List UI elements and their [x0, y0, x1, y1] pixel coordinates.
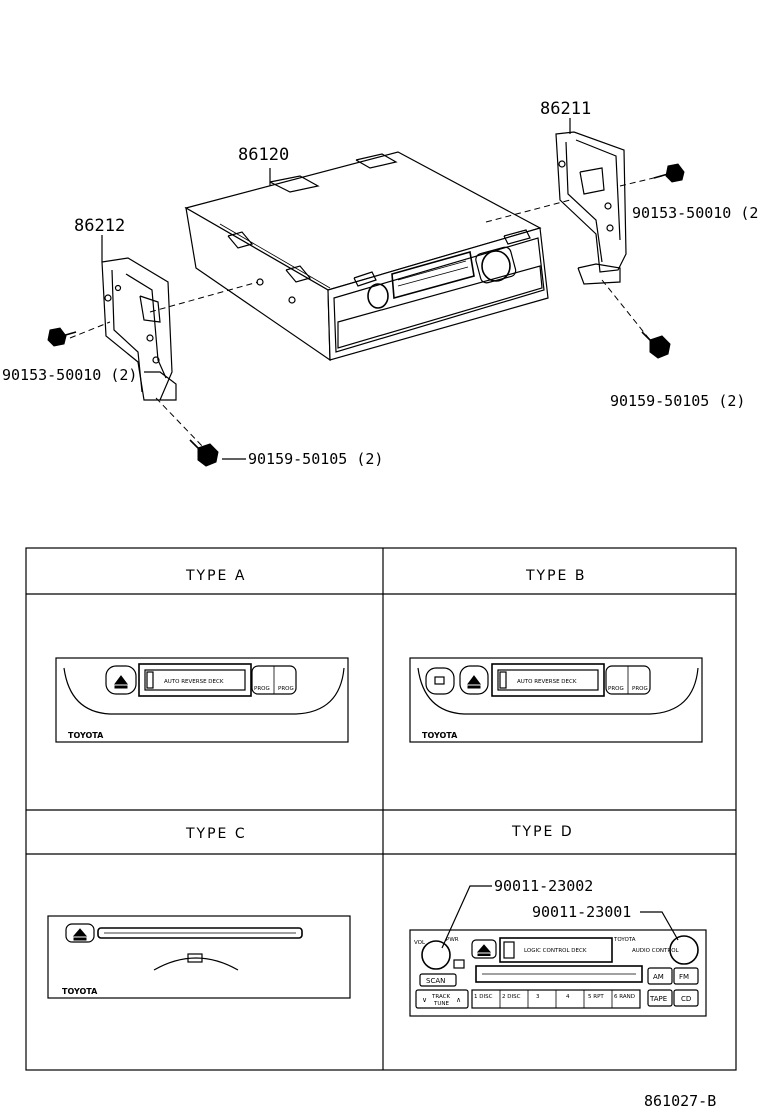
type-d-faceplate: VOL PWR LOGIC CONTROL DECK TOYOTA AUDIO …	[409, 877, 707, 1017]
type-b-deck-label: AUTO REVERSE DECK	[517, 679, 577, 685]
label-screw-right: 90153-50010 (2)	[632, 204, 760, 222]
label-bolt-left: 90159-50105 (2)	[248, 450, 383, 468]
label-86212: 86212	[74, 216, 125, 236]
label-screw-left: 90153-50010 (2)	[2, 366, 137, 384]
label-86120: 86120	[238, 145, 289, 165]
type-d-pwr-label: PWR	[446, 937, 459, 943]
type-d-scan: SCAN	[426, 977, 445, 985]
svg-text:∨: ∨	[422, 996, 427, 1004]
type-c-faceplate: TOYOTA	[47, 915, 351, 999]
svg-text:∧: ∧	[456, 996, 461, 1004]
type-b-btn1: PROG	[608, 686, 624, 692]
type-a-title: TYPE A	[185, 568, 246, 584]
type-a-faceplate: AUTO REVERSE DECK PROG PROG TOYOTA	[55, 657, 349, 743]
label-86211: 86211	[540, 99, 591, 119]
type-c-title: TYPE C	[185, 826, 247, 842]
type-d-preset-2: 2 DISC	[502, 994, 521, 1000]
type-d-preset-5: 5 RPT	[588, 994, 604, 1000]
exploded-view: 86120 86211 86212 90153-50010 (2) 90153-…	[2, 99, 760, 468]
screw-left-90153	[47, 327, 77, 347]
type-b-title: TYPE B	[525, 568, 586, 584]
bracket-86211	[555, 118, 627, 285]
type-d-tune: TUNE	[433, 1001, 449, 1007]
type-d-title: TYPE D	[511, 824, 574, 840]
type-b-btn2: PROG	[632, 686, 648, 692]
bolt-left-90159	[189, 439, 219, 467]
radio-unit-86120	[184, 151, 549, 362]
screw-right-90153	[653, 163, 685, 183]
type-a-brand: TOYOTA	[68, 731, 104, 740]
type-d-preset-4: 4	[566, 994, 570, 1000]
type-d-fm: FM	[679, 973, 689, 981]
type-d-track: TRACK	[431, 994, 450, 1000]
type-d-knob-right-part: 90011-23001	[532, 903, 631, 921]
type-d-knob-left-part: 90011-23002	[494, 877, 593, 895]
type-a-deck-label: AUTO REVERSE DECK	[164, 679, 224, 685]
type-d-vol-label: VOL	[414, 940, 426, 946]
type-table: TYPE A TYPE B TYPE C TYPE D AUTO REVERSE…	[25, 547, 737, 1071]
type-d-cd: CD	[681, 995, 691, 1003]
type-d-preset-1: 1 DISC	[474, 994, 493, 1000]
type-d-audio-label: AUDIO CONTROL	[632, 948, 680, 954]
type-d-preset-6: 6 RAND	[614, 994, 635, 1000]
bracket-86212	[101, 235, 177, 401]
type-d-tape: TAPE	[649, 995, 667, 1003]
type-d-preset-3: 3	[536, 994, 540, 1000]
type-c-brand: TOYOTA	[62, 987, 98, 996]
type-b-faceplate: AUTO REVERSE DECK PROG PROG TOYOTA	[409, 657, 703, 743]
diagram-code: 861027-B	[644, 1092, 716, 1110]
type-a-btn1: PROG	[254, 686, 270, 692]
type-d-am: AM	[653, 973, 664, 981]
type-d-deck-label: LOGIC CONTROL DECK	[524, 948, 587, 954]
type-a-btn2: PROG	[278, 686, 294, 692]
type-d-brand: TOYOTA	[613, 937, 636, 943]
type-b-brand: TOYOTA	[422, 731, 458, 740]
label-bolt-right: 90159-50105 (2)	[610, 392, 745, 410]
bolt-right-90159	[641, 331, 671, 359]
